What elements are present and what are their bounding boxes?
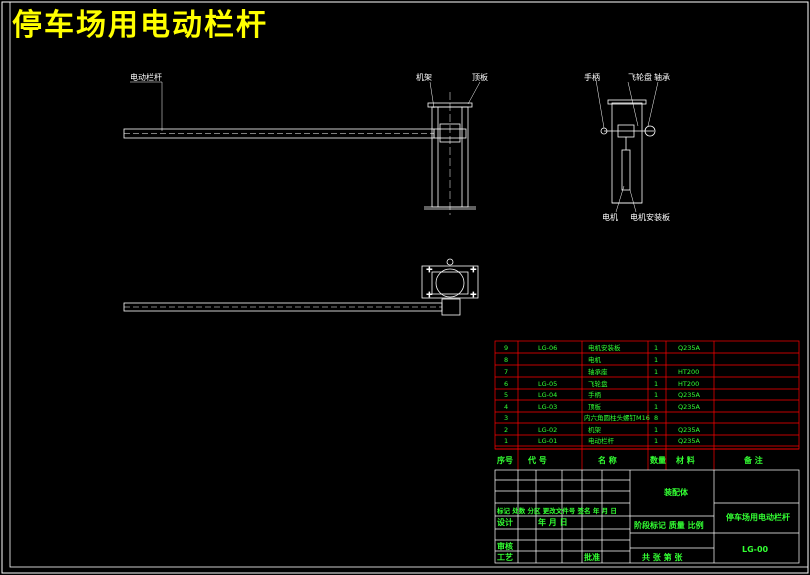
svg-text:+: + [470, 265, 477, 274]
svg-text:Q235A: Q235A [678, 437, 701, 445]
svg-text:1: 1 [654, 356, 658, 364]
svg-text:+: + [426, 290, 433, 299]
label-motor-plate: 电机安装板 [630, 212, 670, 222]
label-frame: 机架 [416, 72, 432, 82]
table-row: 9 LG-06 电机安装板 1 Q235A [504, 343, 701, 352]
drawing-name: 停车场用电动栏杆 [726, 512, 790, 522]
hub [439, 123, 461, 143]
review-label: 审核 [497, 541, 513, 551]
mark-row: 标记 处数 分区 更改文件号 签名 年 月 日 [496, 506, 617, 515]
svg-text:序号: 序号 [497, 455, 513, 465]
design-label: 设计 [497, 517, 513, 527]
label-cover: 顶板 [472, 72, 488, 82]
date-cols: 年 月 日 [538, 517, 568, 527]
svg-text:顶板: 顶板 [588, 402, 602, 411]
svg-text:LG-05: LG-05 [538, 380, 557, 388]
motor [621, 149, 631, 191]
svg-text:7: 7 [504, 368, 508, 376]
label-boom: 电动栏杆 [130, 72, 162, 82]
svg-text:电动栏杆: 电动栏杆 [588, 436, 615, 445]
label-motor: 电机 [602, 212, 618, 222]
svg-text:电机: 电机 [588, 355, 602, 364]
svg-text:Q235A: Q235A [678, 403, 701, 411]
svg-text:手柄: 手柄 [588, 390, 602, 399]
side-view [595, 79, 659, 213]
svg-text:1: 1 [654, 403, 658, 411]
title-block [494, 469, 800, 564]
svg-text:材 料: 材 料 [676, 455, 695, 465]
svg-text:1: 1 [504, 437, 508, 445]
svg-text:名 称: 名 称 [598, 455, 617, 465]
svg-text:HT200: HT200 [678, 368, 699, 376]
svg-text:Q235A: Q235A [678, 426, 701, 434]
svg-text:LG-02: LG-02 [538, 426, 557, 434]
svg-text:1: 1 [654, 426, 658, 434]
label-shaft: 轴承 [654, 72, 670, 82]
svg-text:内六角圆柱头螺钉M16: 内六角圆柱头螺钉M16 [584, 413, 650, 422]
svg-text:数量: 数量 [650, 455, 666, 465]
svg-text:9: 9 [504, 344, 508, 352]
svg-text:LG-03: LG-03 [538, 403, 557, 411]
table-row: 6 LG-05 飞轮盘 1 HT200 [504, 379, 699, 388]
stage-label: 阶段标记 质量 比例 [634, 520, 704, 530]
drawing-title: 停车场用电动栏杆 [12, 8, 268, 43]
sheets-label: 共 张 第 张 [642, 552, 683, 562]
svg-text:LG-01: LG-01 [538, 437, 557, 445]
svg-text:代 号: 代 号 [527, 455, 547, 465]
drawing-code: LG-00 [742, 545, 769, 554]
svg-text:8: 8 [504, 356, 508, 364]
bom-header: 序号 代 号 名 称 数量 材 料 备 注 [497, 455, 763, 465]
label-flywheel: 飞轮盘 [628, 72, 652, 82]
svg-text:1: 1 [654, 391, 658, 399]
svg-text:4: 4 [504, 403, 508, 411]
svg-text:1: 1 [654, 344, 658, 352]
svg-text:8: 8 [654, 414, 658, 422]
svg-text:1: 1 [654, 368, 658, 376]
table-row: 4 LG-03 顶板 1 Q235A [504, 402, 701, 411]
svg-text:5: 5 [504, 391, 508, 399]
inner-frame [9, 1, 809, 568]
svg-text:2: 2 [504, 426, 508, 434]
label-handle: 手柄 [584, 72, 600, 82]
svg-text:Q235A: Q235A [678, 344, 701, 352]
top-view: + + + + [123, 258, 479, 316]
svg-text:飞轮盘: 飞轮盘 [588, 379, 608, 388]
bom-rows: 9 LG-06 电机安装板 1 Q235A 8 电机 1 7 轴承座 1 HT2… [504, 343, 701, 445]
table-row: 3 内六角圆柱头螺钉M16 8 [504, 413, 658, 422]
svg-text:3: 3 [504, 414, 508, 422]
svg-text:Q235A: Q235A [678, 391, 701, 399]
svg-text:LG-06: LG-06 [538, 344, 557, 352]
front-view [123, 81, 481, 215]
table-row: 2 LG-02 机架 1 Q235A [504, 425, 701, 434]
process-label: 工艺 [497, 552, 513, 562]
svg-text:HT200: HT200 [678, 380, 699, 388]
svg-text:LG-04: LG-04 [538, 391, 557, 399]
svg-text:1: 1 [654, 437, 658, 445]
top-housing [421, 265, 479, 299]
svg-text:机架: 机架 [588, 425, 602, 434]
table-row: 1 LG-01 电动栏杆 1 Q235A [504, 436, 701, 445]
svg-text:6: 6 [504, 380, 508, 388]
table-row: 7 轴承座 1 HT200 [504, 367, 699, 376]
svg-text:备 注: 备 注 [743, 455, 763, 465]
table-row: 8 电机 1 [504, 355, 658, 364]
approve-label: 批准 [584, 552, 600, 562]
assembly-label: 装配体 [663, 487, 689, 497]
svg-text:1: 1 [654, 380, 658, 388]
table-row: 5 LG-04 手柄 1 Q235A [504, 390, 701, 399]
svg-text:电机安装板: 电机安装板 [588, 343, 621, 352]
svg-text:+: + [426, 265, 433, 274]
svg-text:+: + [470, 290, 477, 299]
svg-text:轴承座: 轴承座 [588, 367, 608, 376]
bom-table [494, 340, 800, 470]
